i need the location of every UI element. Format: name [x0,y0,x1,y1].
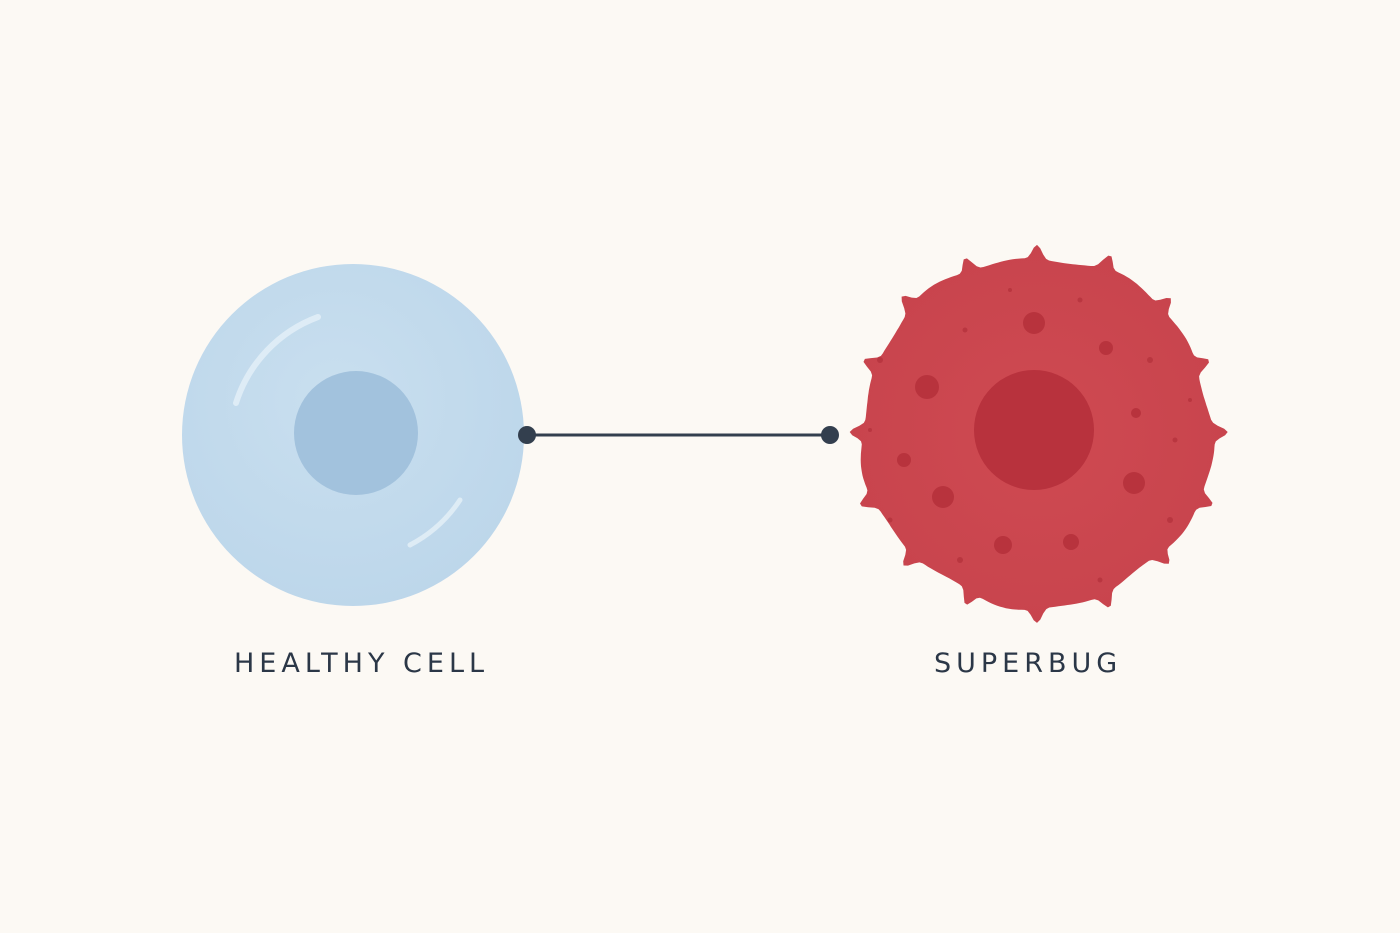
healthy-cell-label: HEALTHY CELL [234,648,490,679]
healthy-cell-icon [182,264,524,606]
healthy-cell-highlight [233,314,321,406]
connector-line [518,426,839,444]
healthy-cell-highlight [407,497,463,548]
superbug-nucleus [974,370,1094,490]
superbug-granules [897,312,1145,554]
connector-start-dot [518,426,536,444]
superbug-icon [849,244,1228,623]
connector-end-dot [821,426,839,444]
healthy-cell-nucleus [294,371,418,495]
superbug-label: SUPERBUG [934,648,1123,679]
superbug-speckles [868,288,1192,583]
